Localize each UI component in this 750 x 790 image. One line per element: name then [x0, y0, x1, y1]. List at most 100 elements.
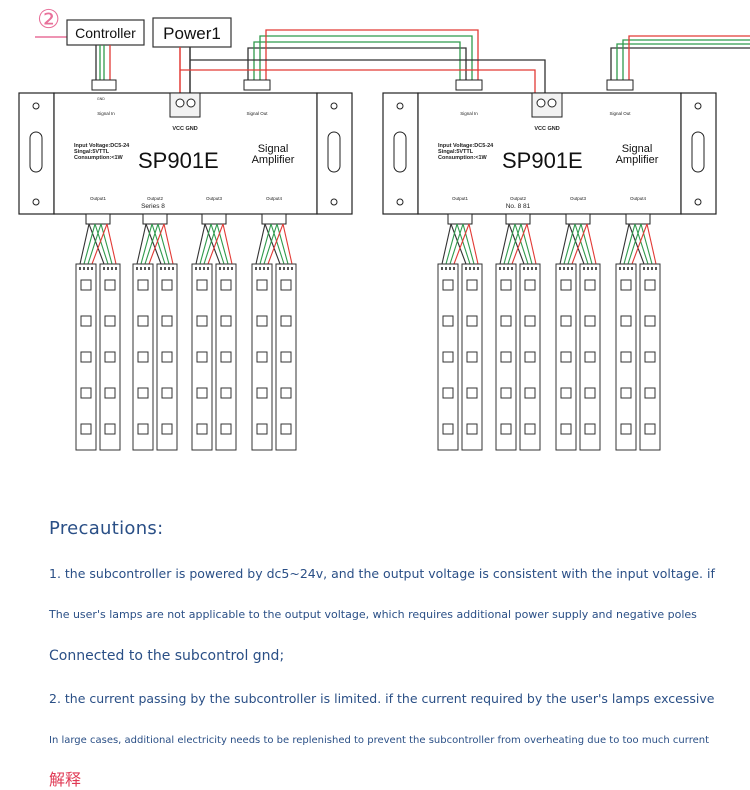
strip-contact	[231, 267, 233, 270]
strip-wire	[157, 223, 170, 265]
amp-2-vcc-gnd-label: VCC GND	[534, 126, 559, 132]
amp-1-right-flange	[316, 92, 353, 215]
led-chip	[137, 315, 149, 327]
amp-1-output-1-connector	[85, 213, 111, 225]
amp-1-output-1-label: Output1	[90, 196, 107, 201]
amp-1-output-4-connector	[261, 213, 287, 225]
strip-wire	[83, 223, 96, 265]
amp-2-slot	[393, 131, 407, 173]
strip-contact	[647, 267, 649, 270]
amp-1-slot	[327, 131, 341, 173]
amp-2-output-1-label: Output1	[452, 196, 469, 201]
strip-wire	[567, 223, 582, 265]
strip-contact	[631, 267, 633, 270]
amp-2-screw-hole	[396, 198, 404, 206]
led-chip	[137, 387, 149, 399]
amp-2-output-2-connector	[505, 213, 531, 225]
led-chip	[161, 423, 173, 435]
strip-wire	[163, 223, 174, 265]
amp-2-output-4-connector	[625, 213, 651, 225]
strip-wire	[276, 223, 289, 265]
strip-wire	[255, 223, 266, 265]
strip-contact	[499, 267, 501, 270]
precautions-section	[0, 500, 750, 775]
strip-wire	[282, 223, 293, 265]
strip-wire	[136, 223, 147, 265]
led-chip	[466, 387, 478, 399]
led-chip	[442, 315, 454, 327]
amp-1-power-terminal	[169, 92, 201, 118]
strip-contact	[465, 267, 467, 270]
precaution-line-4: 2. the current passing by the subcontrol…	[49, 691, 715, 706]
led-chip	[104, 423, 116, 435]
led-chip	[220, 387, 232, 399]
led-chip	[584, 279, 596, 291]
strip-contact	[477, 267, 479, 270]
strip-wire	[79, 223, 90, 265]
strip-contact	[503, 267, 505, 270]
led-chip	[442, 279, 454, 291]
amp-1-amplifier-label: Amplifier	[252, 154, 295, 166]
led-chip	[560, 351, 572, 363]
strip-wire	[445, 223, 458, 265]
led-chip	[466, 279, 478, 291]
strip-contact	[563, 267, 565, 270]
strip-wire	[263, 223, 278, 265]
controller-wires	[95, 45, 111, 80]
amp-1-vcc-gnd-label: VCC GND	[172, 126, 197, 132]
led-chip	[620, 279, 632, 291]
amp-1-terminal-screw	[175, 98, 185, 108]
strip-contact	[507, 267, 509, 270]
led-chip	[560, 423, 572, 435]
strip-contact	[571, 267, 573, 270]
amp-1-terminal-screw	[186, 98, 196, 108]
amp-1-screw-hole	[32, 102, 40, 110]
led-chip	[196, 351, 208, 363]
amp-1-signal-in-connector	[91, 79, 117, 91]
precaution-line-5: In large cases, additional electricity n…	[49, 735, 709, 746]
led-chip	[80, 315, 92, 327]
strip-contact	[83, 267, 85, 270]
strip-contact	[511, 267, 513, 270]
strip-contact	[473, 267, 475, 270]
led-chip	[80, 279, 92, 291]
led-chip	[161, 387, 173, 399]
amplifier-2: Signal In VCC GND Signal Out Input Volta…	[382, 79, 717, 225]
led-chip	[644, 351, 656, 363]
led-chip	[500, 351, 512, 363]
amp-1-screw-hole	[330, 198, 338, 206]
amp-1-screw-hole	[330, 102, 338, 110]
strip-contact	[164, 267, 166, 270]
strip-contact	[535, 267, 537, 270]
strip-wire	[264, 223, 281, 265]
amp-2-output-4-label: Output4	[630, 196, 647, 201]
led-chip	[644, 279, 656, 291]
led-chip	[620, 315, 632, 327]
amp-2-screw-hole	[694, 102, 702, 110]
strip-contact	[587, 267, 589, 270]
strip-wire	[511, 223, 528, 265]
led-chip	[280, 387, 292, 399]
strip-contact	[469, 267, 471, 270]
strip-wire	[627, 223, 642, 265]
led-chip	[256, 279, 268, 291]
led-chip	[220, 279, 232, 291]
strip-wire	[507, 223, 522, 265]
amp-1-left-flange	[18, 92, 55, 215]
amp-2-output-3-label: Output3	[570, 196, 587, 201]
precaution-line-3: Connected to the subcontrol gnd;	[49, 648, 285, 664]
led-chip	[500, 279, 512, 291]
strip-contact	[168, 267, 170, 270]
led-chip	[524, 423, 536, 435]
strip-contact	[655, 267, 657, 270]
led-chip	[161, 315, 173, 327]
strip-wire	[619, 223, 630, 265]
amp-2-left-flange	[382, 92, 419, 215]
strip-wire	[514, 223, 529, 265]
led-chip	[620, 351, 632, 363]
led-chip	[280, 279, 292, 291]
amp-2-model: SP901E	[502, 148, 583, 173]
led-chip	[620, 387, 632, 399]
strip-wire	[628, 223, 645, 265]
strip-contact	[267, 267, 269, 270]
